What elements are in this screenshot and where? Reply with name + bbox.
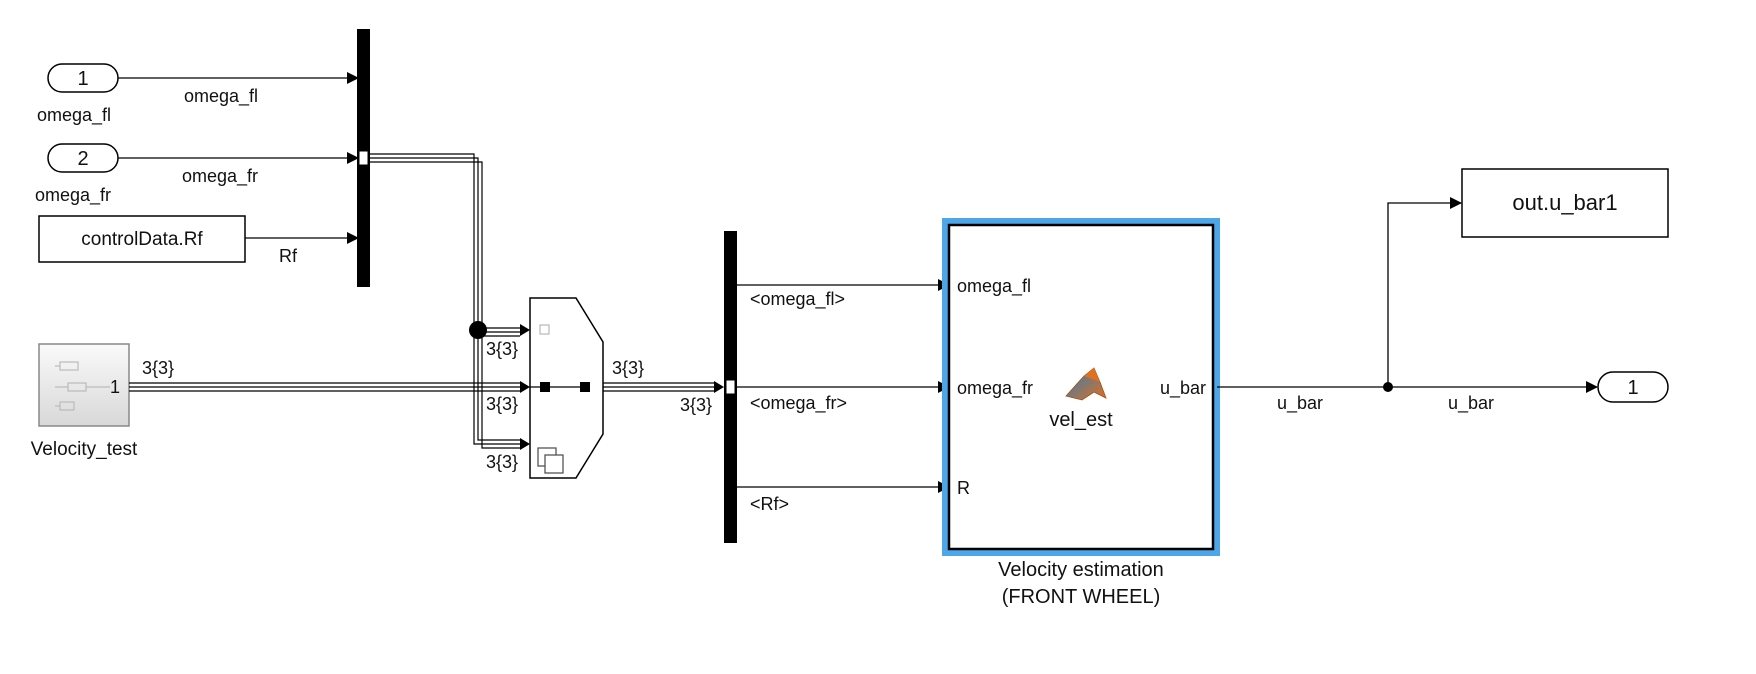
merge-in1-dim: 3{3}	[486, 339, 518, 359]
merge-block[interactable]	[529, 297, 604, 479]
selector-out-rf: <Rf>	[750, 494, 789, 514]
outport-1-number: 1	[1627, 377, 1638, 399]
constant-value: controlData.Rf	[81, 229, 203, 250]
subsystem-in-omega-fl: omega_fl	[957, 276, 1031, 297]
bus-creator-output-port	[358, 150, 369, 166]
inactive-port-icon	[539, 324, 550, 335]
signal-label-omega-fr: omega_fr	[182, 166, 258, 187]
signal-label-u-bar-left: u_bar	[1277, 393, 1323, 414]
signal-line-velocity-test[interactable]	[129, 382, 520, 392]
signal-label-rf: Rf	[279, 246, 298, 266]
velocity-test-dim: 3{3}	[142, 358, 174, 378]
outport-1-block[interactable]: 1	[1597, 371, 1669, 403]
selector-in-dim: 3{3}	[680, 395, 712, 415]
velocity-test-name: Velocity_test	[31, 439, 138, 460]
variant-subsystem-icon	[537, 447, 564, 474]
matlab-function-icon	[1065, 367, 1107, 401]
branch-point-bus	[469, 321, 487, 339]
inport-2-name: omega_fr	[35, 185, 111, 206]
merge-node-icon-2	[580, 382, 590, 392]
signal-builder-icon	[55, 361, 110, 411]
velocity-test-port: 1	[110, 377, 120, 397]
arrow-merge-in3	[520, 438, 530, 450]
arrow-merge-in1	[520, 324, 530, 336]
subsystem-caption-line2: (FRONT WHEEL)	[1002, 586, 1161, 608]
subsystem-out-u-bar: u_bar	[1160, 378, 1206, 399]
merge-out-dim: 3{3}	[612, 358, 644, 378]
constant-block[interactable]: controlData.Rf	[38, 215, 246, 263]
bus-line-creator-to-merge[interactable]	[370, 153, 520, 449]
selector-out-omega-fl: <omega_fl>	[750, 289, 845, 310]
velocity-estimation-subsystem[interactable]: omega_fl omega_fr R u_bar vel_est	[942, 218, 1220, 556]
to-workspace-block[interactable]: out.u_bar1	[1461, 168, 1669, 238]
arrow-selector-in	[714, 381, 724, 393]
merge-node-icon	[540, 382, 550, 392]
merge-in3-dim: 3{3}	[486, 452, 518, 472]
subsystem-function-name: vel_est	[1049, 409, 1113, 431]
subsystem-in-omega-fr: omega_fr	[957, 378, 1033, 399]
to-workspace-name: out.u_bar1	[1512, 190, 1617, 215]
subsystem-caption-line1: Velocity estimation	[998, 559, 1164, 581]
signal-label-u-bar-right: u_bar	[1448, 393, 1494, 414]
inport-1-name: omega_fl	[37, 105, 111, 126]
bus-selector-input-port	[725, 379, 736, 395]
arrow-merge-in2	[520, 381, 530, 393]
merge-in2-dim: 3{3}	[486, 394, 518, 414]
inport-2-block[interactable]: 2	[47, 143, 119, 173]
subsystem-in-r: R	[957, 478, 970, 498]
inport-2-number: 2	[77, 148, 88, 170]
inport-1-number: 1	[77, 68, 88, 90]
signal-label-omega-fl: omega_fl	[184, 86, 258, 107]
inport-1-block[interactable]: 1	[47, 63, 119, 93]
signal-line-to-workspace[interactable]	[1387, 197, 1462, 387]
bus-line-merge-to-selector[interactable]	[603, 382, 714, 392]
velocity-test-block[interactable]: 1	[38, 343, 130, 427]
selector-out-omega-fr: <omega_fr>	[750, 393, 847, 414]
